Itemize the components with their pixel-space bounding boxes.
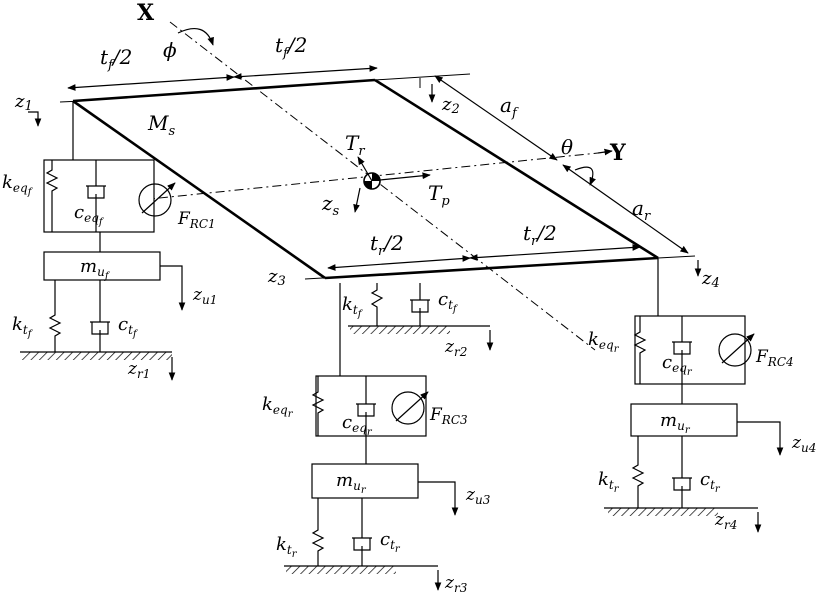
corner-3-suspension: keqr ceqr FRC3 mur zu3 ktr ctr zr3 <box>262 302 491 595</box>
svg-text:FRC1: FRC1 <box>177 209 216 231</box>
damper-ct-1 <box>90 280 110 352</box>
roll-angle: ϕ <box>163 27 214 62</box>
spring-keq-1 <box>45 160 59 232</box>
corner-4-suspension: keqr ceqr FRC4 mur zu4 ktr ctr zr4 <box>588 258 816 533</box>
svg-text:tf/2: tf/2 <box>100 45 132 73</box>
suspension-frame-1 <box>43 159 155 233</box>
svg-text:zr4: zr4 <box>714 510 737 532</box>
svg-text:z2: z2 <box>441 94 460 117</box>
corner-z2: z2 <box>428 84 460 117</box>
corner-2-suspension: ktf ctf zr2 <box>339 283 494 359</box>
svg-text:af: af <box>500 93 519 121</box>
damper-ceq-4 <box>672 316 692 384</box>
damper-ct-3 <box>352 498 372 566</box>
center-of-gravity: Tr Tp zs <box>321 131 450 219</box>
svg-text:Tr: Tr <box>345 131 365 159</box>
svg-text:zs: zs <box>321 191 340 219</box>
svg-text:ctf: ctf <box>118 314 139 340</box>
actuator-4 <box>718 333 752 367</box>
unsprung-mass-3 <box>311 463 419 499</box>
dim-af: af <box>434 75 558 161</box>
svg-text:ktf: ktf <box>342 294 364 320</box>
svg-text:ar: ar <box>632 196 651 224</box>
spring-kt-4 <box>631 436 645 508</box>
dim-tr-half-left: tr/2 <box>327 231 471 271</box>
corner-z1: z1 <box>14 91 42 127</box>
dim-tf-half-right: tf/2 <box>233 33 378 80</box>
svg-text:keqr: keqr <box>588 329 620 355</box>
spring-kt-3 <box>311 498 325 566</box>
svg-text:tr/2: tr/2 <box>370 231 404 259</box>
unsprung-mass-1 <box>43 251 161 281</box>
x-axis-label: X <box>137 0 155 26</box>
damper-ct-2 <box>410 283 430 326</box>
extension-lines <box>59 73 696 280</box>
svg-text:keqr: keqr <box>262 394 294 420</box>
spring-keq-4 <box>633 316 647 384</box>
svg-text:tr/2: tr/2 <box>523 221 557 249</box>
spring-kt-2 <box>370 283 384 326</box>
actuator-3 <box>391 391 425 425</box>
corner-z4: z4 <box>694 260 720 291</box>
dim-tr-half-right: tr/2 <box>469 221 641 261</box>
corner-z3: z3 <box>267 266 286 289</box>
svg-text:z4: z4 <box>701 268 720 291</box>
svg-text:ktf: ktf <box>12 314 34 340</box>
pitch-angle: θ <box>561 135 596 186</box>
svg-text:zr1: zr1 <box>127 359 150 381</box>
svg-text:ktr: ktr <box>276 534 298 560</box>
unsprung-mass-4 <box>630 403 738 437</box>
actuator-1 <box>138 183 172 217</box>
svg-text:zr2: zr2 <box>444 337 467 359</box>
svg-text:tf/2: tf/2 <box>275 33 307 61</box>
svg-text:zu1: zu1 <box>192 285 217 307</box>
ground-3 <box>286 566 396 574</box>
y-axis-label: Y <box>609 140 626 166</box>
damper-ceq-3 <box>356 376 376 436</box>
corner-1-suspension: keqf ceqf FRC1 muf zu1 ktf ctf zr1 <box>2 101 217 381</box>
spring-kt-1 <box>48 280 62 352</box>
svg-text:zu3: zu3 <box>465 485 491 507</box>
roll-label: ϕ <box>163 38 177 62</box>
svg-text:FRC3: FRC3 <box>429 405 468 427</box>
spring-keq-3 <box>311 376 325 436</box>
svg-text:z3: z3 <box>267 266 286 289</box>
damper-ct-4 <box>672 436 692 508</box>
svg-text:keqf: keqf <box>2 172 34 198</box>
svg-text:ctr: ctr <box>700 469 721 495</box>
svg-text:FRC4: FRC4 <box>755 347 794 369</box>
ground-1 <box>22 352 172 360</box>
pitch-label: θ <box>561 135 573 159</box>
svg-text:ctr: ctr <box>380 529 401 555</box>
svg-text:ctf: ctf <box>438 289 459 315</box>
svg-text:z1: z1 <box>14 91 33 114</box>
ground-2 <box>350 326 450 334</box>
sprung-mass-label: Ms <box>147 111 175 139</box>
dim-tf-half-left: tf/2 <box>67 45 235 91</box>
svg-text:zu4: zu4 <box>791 433 816 455</box>
svg-text:ktr: ktr <box>598 469 620 495</box>
svg-text:Tp: Tp <box>428 181 450 209</box>
damper-ceq-1 <box>86 160 106 232</box>
svg-text:zr3: zr3 <box>444 573 468 595</box>
ground-4 <box>608 508 718 516</box>
suspension-frame-3 <box>315 375 427 437</box>
